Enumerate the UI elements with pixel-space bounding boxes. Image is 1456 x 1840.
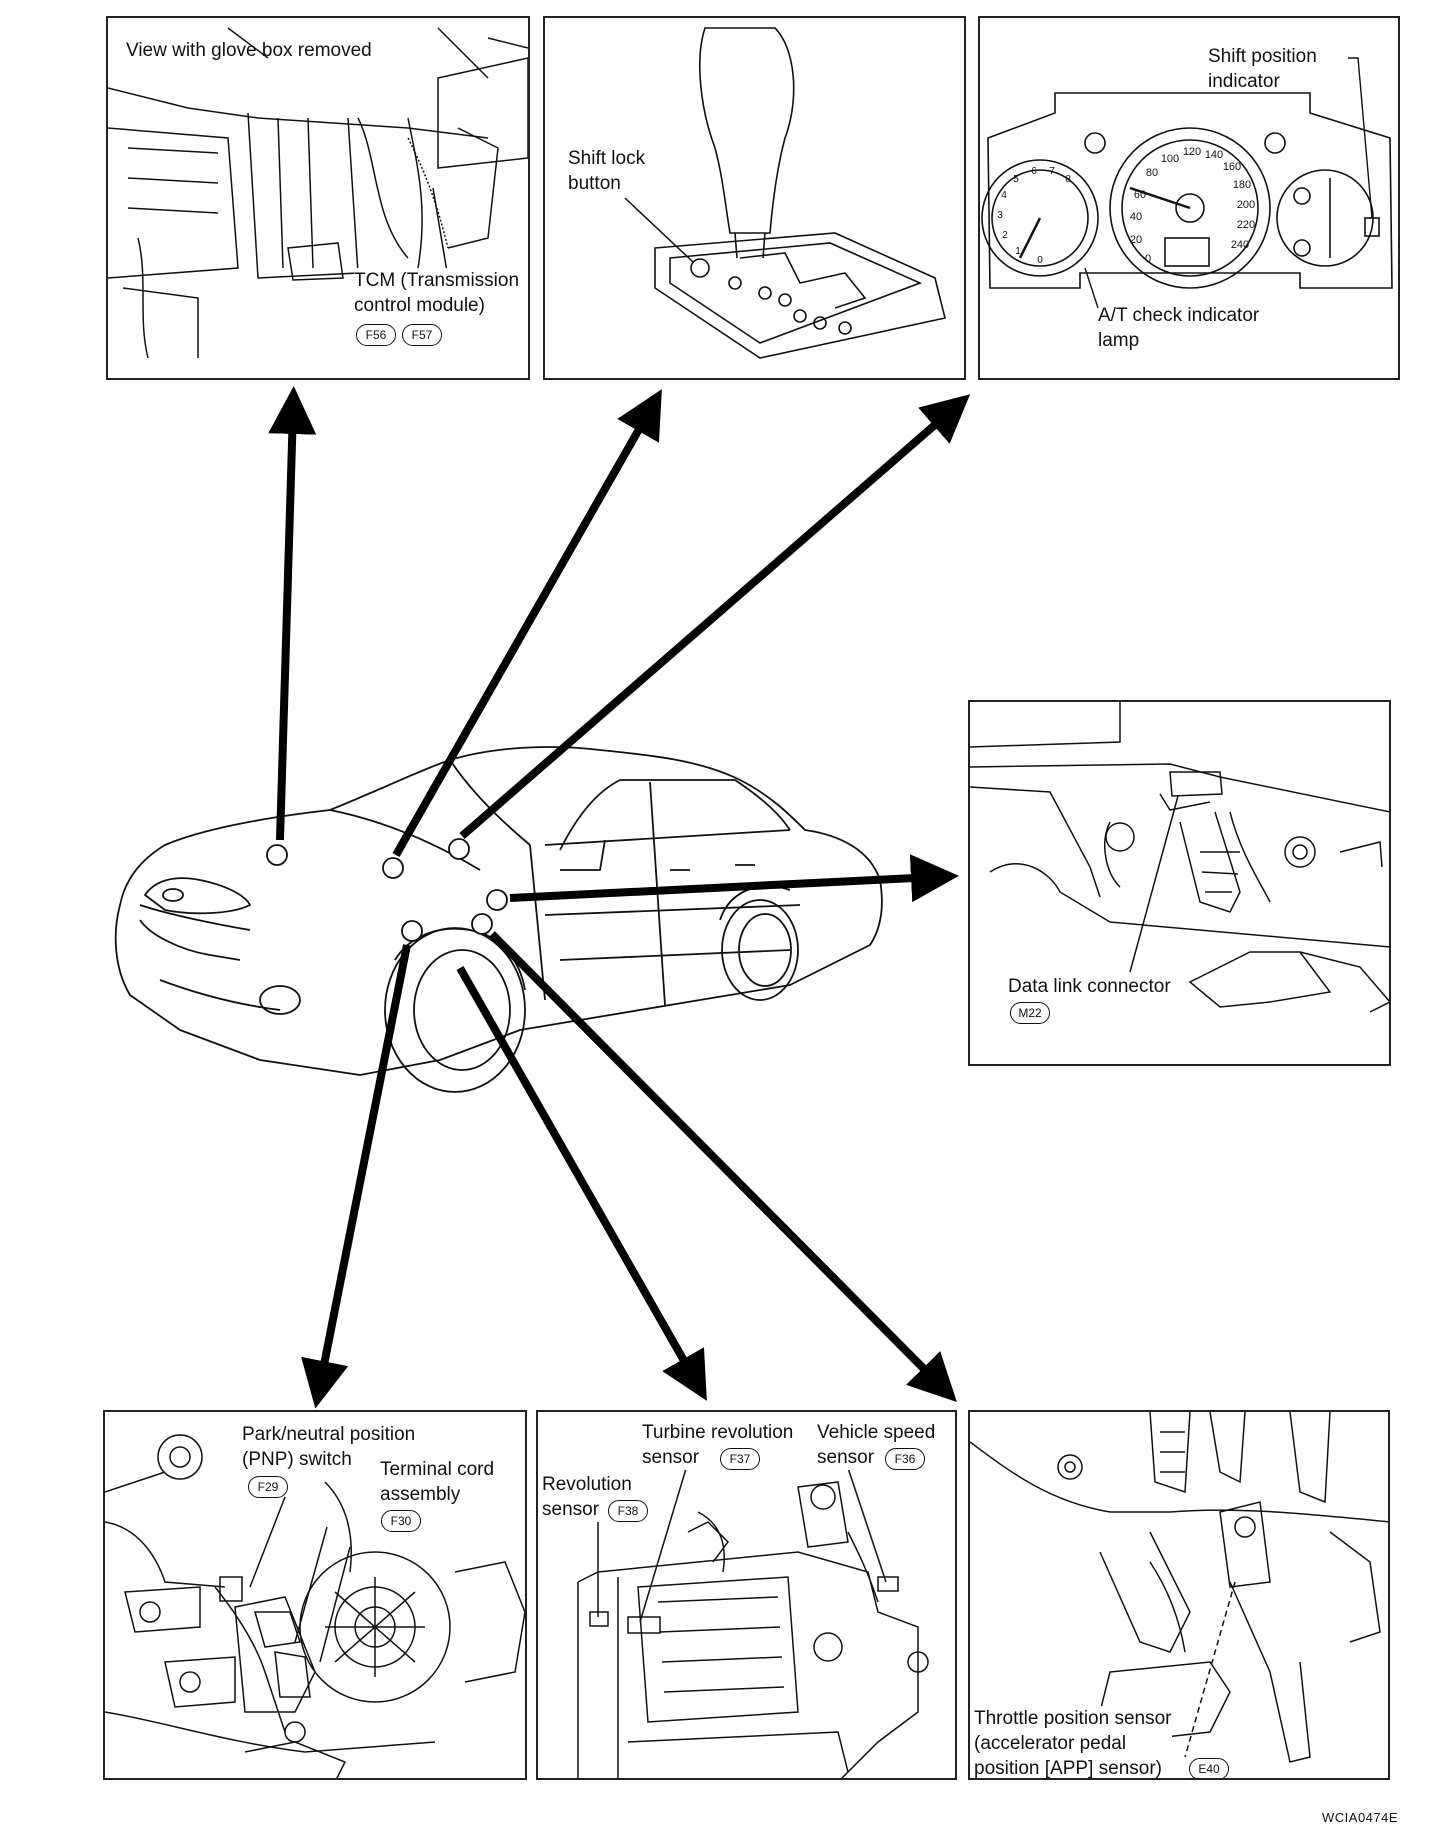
figure-code: WCIA0474E <box>1322 1810 1399 1825</box>
tachometer-ticks: 0 1 2 3 4 5 6 7 8 <box>997 166 1071 266</box>
throttle-sensor-label: Throttle position sensor (accelerator pe… <box>974 1706 1172 1779</box>
dot-shift-lock <box>382 857 404 879</box>
arrow-pnp <box>301 944 411 1409</box>
dot-meter <box>448 838 470 860</box>
vehicle-outline <box>114 746 883 1076</box>
panel-shift-lock: Shift lock button <box>543 16 966 380</box>
throttle-connector-e40: E40 <box>1189 1758 1229 1778</box>
dot-dlc <box>486 889 508 911</box>
svg-text:180: 180 <box>1233 179 1251 191</box>
vss-connector-f36: F36 <box>885 1448 925 1470</box>
arrow-meter <box>459 394 971 840</box>
svg-text:60: 60 <box>1134 189 1146 201</box>
shift-position-indicator-label: Shift position indicator <box>1208 46 1317 92</box>
dot-tcm <box>266 844 288 866</box>
pnp-switch-drawing <box>105 1434 525 1778</box>
panel-tcm: View with glove box removed TCM (Transmi… <box>106 16 530 380</box>
svg-text:100: 100 <box>1161 153 1179 165</box>
at-check-lamp-label: A/T check indicator lamp <box>1098 305 1260 351</box>
combination-meter-drawing: 0 20 40 60 80 100 120 140 160 180 200 22… <box>981 57 1393 309</box>
arrow-dlc <box>509 854 959 903</box>
svg-text:0: 0 <box>1037 255 1043 266</box>
dot-pnp <box>401 920 423 942</box>
transmission-sensors-drawing <box>577 1461 929 1778</box>
panel-pnp: Park/neutral position (PNP) switch F29 T… <box>103 1410 527 1780</box>
dot-sensors <box>471 913 493 935</box>
arrow-tcm <box>268 386 317 841</box>
shift-lever-drawing <box>654 27 946 359</box>
speedometer-ticks: 0 20 40 60 80 100 120 140 160 180 200 22… <box>1130 146 1255 265</box>
rev-connector-f38: F38 <box>608 1500 648 1522</box>
svg-text:220: 220 <box>1237 219 1255 231</box>
glove-box-drawing <box>108 27 528 359</box>
rear-wheel <box>719 885 799 1001</box>
svg-text:0: 0 <box>1145 253 1151 265</box>
svg-text:140: 140 <box>1205 149 1223 161</box>
tcm-view-caption: View with glove box removed <box>126 40 372 61</box>
tcm-connector-f56: F56 <box>356 324 396 346</box>
svg-text:5: 5 <box>1013 174 1019 185</box>
svg-text:7: 7 <box>1049 166 1055 177</box>
svg-text:40: 40 <box>1130 211 1142 223</box>
svg-text:8: 8 <box>1065 174 1071 185</box>
tcm-connector-f57: F57 <box>402 324 442 346</box>
pointer-arrows <box>268 386 971 1409</box>
svg-text:200: 200 <box>1237 199 1255 211</box>
tcm-label: TCM (Transmission control module) <box>354 268 520 318</box>
accelerator-pedal-drawing <box>970 1412 1388 1763</box>
dlc-label: Data link connector <box>1008 974 1171 999</box>
svg-text:6: 6 <box>1031 166 1037 177</box>
turbine-connector-f37: F37 <box>720 1448 760 1470</box>
panel-meter: 0 20 40 60 80 100 120 140 160 180 200 22… <box>978 16 1400 380</box>
svg-text:120: 120 <box>1183 146 1201 158</box>
svg-text:160: 160 <box>1223 161 1241 173</box>
location-dots <box>266 838 508 942</box>
terminal-cord-label: Terminal cord assembly <box>380 1457 495 1507</box>
svg-text:20: 20 <box>1130 234 1142 246</box>
pnp-switch-label: Park/neutral position (PNP) switch <box>242 1422 416 1472</box>
shift-lock-label: Shift lock button <box>568 148 646 194</box>
svg-text:80: 80 <box>1146 167 1158 179</box>
arrow-sensors <box>456 966 707 1401</box>
turbine-sensor-label: Turbine revolution sensor <box>642 1420 794 1470</box>
arrow-shift-lock <box>392 389 662 857</box>
dlc-drawing <box>970 702 1389 1013</box>
arrow-throttle <box>489 931 957 1403</box>
svg-text:3: 3 <box>997 210 1003 221</box>
svg-text:2: 2 <box>1002 230 1008 241</box>
dlc-connector-m22: M22 <box>1010 1002 1050 1024</box>
panel-throttle: Throttle position sensor (accelerator pe… <box>968 1410 1390 1780</box>
terminal-connector-f30: F30 <box>381 1510 421 1532</box>
pnp-connector-f29: F29 <box>248 1476 288 1498</box>
panel-dlc: Data link connector M22 <box>968 700 1391 1066</box>
svg-text:1: 1 <box>1015 246 1021 257</box>
svg-text:4: 4 <box>1001 190 1007 201</box>
svg-text:240: 240 <box>1231 239 1249 251</box>
panel-sensors: Turbine revolution sensor F37 Vehicle sp… <box>536 1410 957 1780</box>
